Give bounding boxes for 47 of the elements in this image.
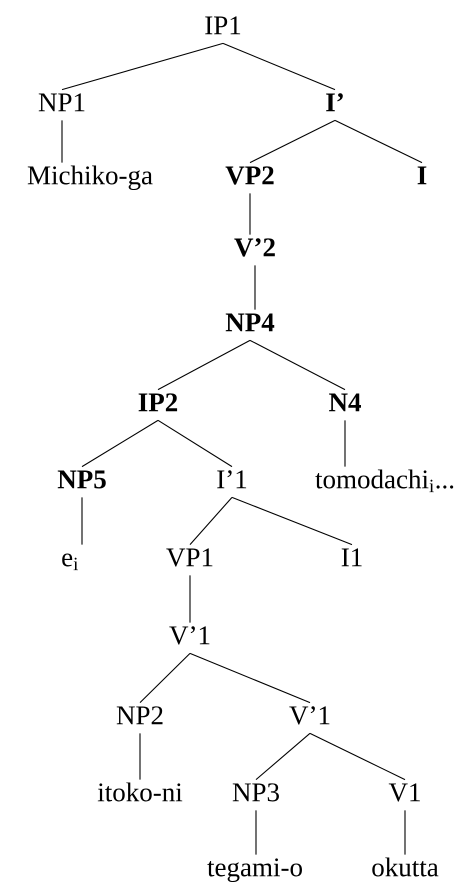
- tree-branch: [190, 496, 232, 545]
- tree-label: NP1: [38, 93, 84, 112]
- tree-branch: [232, 496, 352, 546]
- tree-label: VP1: [166, 548, 212, 567]
- tree-label: I’1: [217, 470, 246, 488]
- tree-label: N4: [329, 393, 361, 412]
- tree-branch: [140, 652, 190, 704]
- tree-branch: [404, 810, 406, 855]
- tree-label: IP2: [138, 393, 178, 412]
- tree-label: NP5: [58, 470, 106, 488]
- tree-label: VP2: [226, 166, 274, 185]
- tree-label: okutta: [372, 857, 438, 876]
- tree-branch: [158, 340, 250, 390]
- tree-label: I’: [326, 93, 343, 112]
- tree-branch: [249, 193, 251, 235]
- tree-branch: [250, 340, 346, 390]
- tree-label: itoko-ni: [98, 782, 182, 802]
- tree-branch: [255, 810, 257, 855]
- tree-branch: [250, 120, 336, 164]
- tree-branch: [310, 732, 406, 780]
- tree-label: I1: [342, 548, 362, 566]
- tree-label: I: [418, 166, 426, 184]
- tree-label: V’1: [169, 626, 210, 645]
- tree-label: V1: [388, 783, 420, 802]
- tree-label: NP4: [226, 313, 274, 332]
- tree-label: IP1: [205, 16, 240, 34]
- tree-branch: [254, 265, 256, 310]
- tree-branch: [61, 120, 63, 163]
- tree-branch: [190, 652, 310, 704]
- tree-label: e$_{i}$: [62, 553, 78, 570]
- tree-label: tegami-o: [207, 858, 302, 882]
- tree-label: tomodachi$_{i}$...: [315, 469, 454, 492]
- tree-branch: [222, 42, 336, 90]
- tree-label: V’2: [234, 238, 275, 257]
- tree-label: Michiko-ga: [28, 165, 153, 190]
- tree-branch: [82, 420, 158, 468]
- tree-label: NP2: [116, 706, 163, 724]
- tree-branch: [81, 497, 83, 545]
- tree-branch: [256, 732, 310, 780]
- tree-label: V’1: [289, 706, 330, 725]
- tree-label: NP3: [232, 783, 279, 802]
- tree-branch: [344, 420, 346, 467]
- tree-branch: [158, 420, 232, 468]
- tree-branch: [139, 733, 141, 780]
- tree-branch: [334, 120, 422, 164]
- tree-branch: [189, 575, 191, 623]
- tree-branch: [62, 42, 224, 90]
